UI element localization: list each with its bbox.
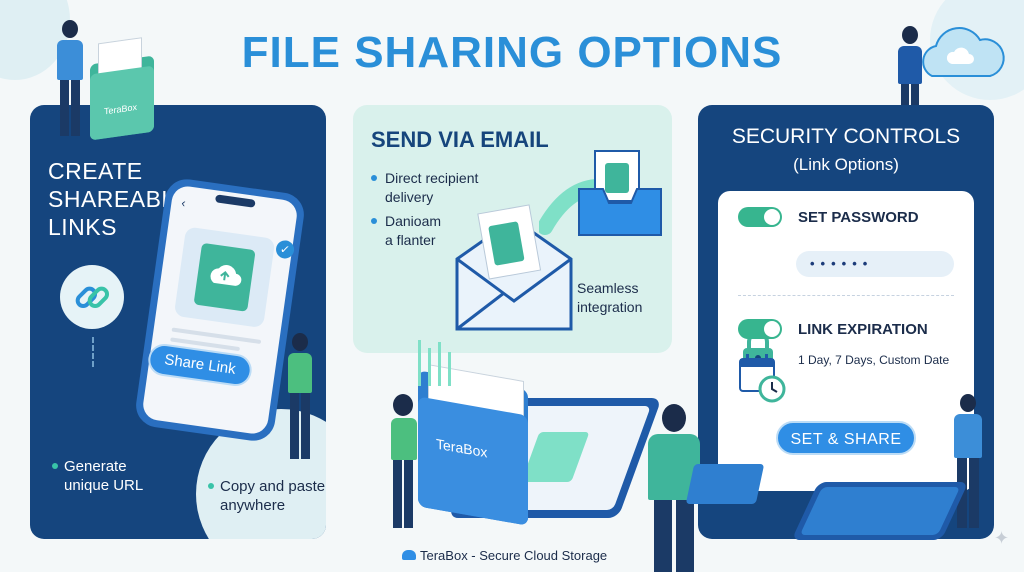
bullet-dot (52, 463, 58, 469)
document-icon (193, 242, 256, 312)
heading-line: CREATE (48, 158, 143, 184)
phone-notch (214, 194, 256, 208)
card-heading: SEND VIA EMAIL (371, 127, 549, 152)
person-illustration (280, 333, 320, 467)
expiration-options: 1 Day, 7 Days, Custom Date (798, 353, 950, 367)
card-heading: SECURITY CONTROLS (731, 125, 961, 148)
divider (738, 295, 954, 296)
link-icon (60, 265, 124, 329)
bullet-dot (371, 218, 377, 224)
bullet-recipient: Direct recipient delivery (385, 170, 479, 205)
back-arrow-icon[interactable]: ‹ (180, 195, 187, 211)
bullet-integration: Seamless integration (577, 280, 643, 315)
bullet-generate-url: Generate unique URL (64, 458, 144, 494)
password-toggle[interactable] (738, 207, 782, 227)
create-links-card: CREATE SHAREABLE LINKS ‹ ✓ (30, 105, 326, 539)
sparkle-icon: ✦ (994, 528, 1010, 548)
footer-text: TeraBox - Secure Cloud Storage (420, 548, 608, 563)
bullet-dot (371, 175, 377, 181)
large-folder: TeraBox (418, 364, 528, 526)
heading-line: LINKS (48, 214, 117, 240)
expiration-toggle[interactable] (738, 319, 782, 339)
folder-icon: TeraBox (90, 37, 154, 141)
card-subheading: (Link Options) (793, 155, 899, 174)
options-panel: SET PASSWORD •••••• LINK EXPIRATION 1 Da… (718, 191, 974, 491)
calendar-clock-icon (739, 354, 786, 403)
tablet-illustration (791, 482, 969, 540)
file-preview (173, 226, 276, 329)
person-with-tablet (50, 20, 90, 138)
envelope-icon (455, 204, 573, 331)
bullet-dot (208, 483, 214, 489)
phone-screen: ‹ ✓ (141, 184, 299, 436)
footer-cloud-icon (402, 550, 416, 560)
inbox-icon (578, 150, 662, 236)
password-field[interactable]: •••••• (796, 251, 954, 277)
data-stream-lines (414, 340, 474, 390)
laptop-icon (685, 464, 765, 504)
phone-illustration: ‹ ✓ (133, 176, 307, 444)
page-title: FILE SHARING OPTIONS (241, 28, 783, 77)
cloud-icon (922, 27, 1005, 77)
dashed-connector (92, 337, 94, 367)
bullet-danioam: Danioam a flanter (385, 213, 442, 248)
password-label: SET PASSWORD (798, 209, 919, 226)
send-email-card: SEND VIA EMAIL Direct recipient delivery… (353, 105, 672, 353)
person-with-phone (383, 394, 423, 534)
bullet-copy-paste: Copy and paste anywhere (220, 478, 326, 514)
set-and-share-button[interactable]: SET & SHARE (776, 421, 916, 455)
expiration-label: LINK EXPIRATION (798, 321, 928, 338)
check-badge-icon: ✓ (274, 239, 296, 260)
